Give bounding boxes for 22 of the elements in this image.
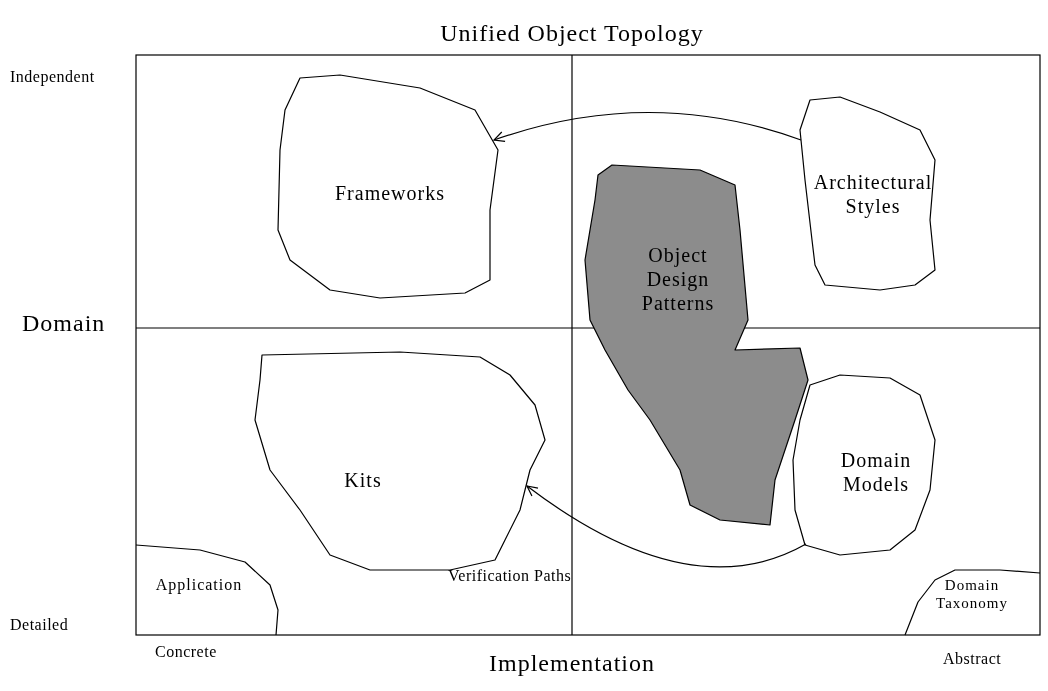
region-label: Application xyxy=(154,575,244,595)
arrow xyxy=(526,485,807,568)
axis-label: Independent xyxy=(10,68,95,87)
region-blob xyxy=(798,95,938,293)
region-label: Object Design Patterns xyxy=(640,243,716,315)
region-curve xyxy=(905,568,1040,635)
region-curve xyxy=(136,545,280,635)
axis-label: Abstract xyxy=(943,650,1002,669)
arrow xyxy=(493,111,802,143)
region-label: Domain Models xyxy=(839,448,913,496)
region-label: Kits xyxy=(343,468,383,492)
axis-title: Implementation xyxy=(489,649,655,677)
region-label: Domain Taxonomy xyxy=(935,576,1009,612)
region-label: Frameworks xyxy=(334,181,446,205)
axis-label: Detailed xyxy=(10,616,69,635)
region-label: Architectural Styles xyxy=(812,170,934,218)
region-blob xyxy=(275,73,502,302)
axis-title: Domain xyxy=(22,309,106,337)
path-label: Verification Paths xyxy=(448,567,572,586)
diagram-title: Unified Object Topology xyxy=(440,20,704,47)
region-blob xyxy=(791,373,938,558)
axis-label: Concrete xyxy=(155,643,217,662)
